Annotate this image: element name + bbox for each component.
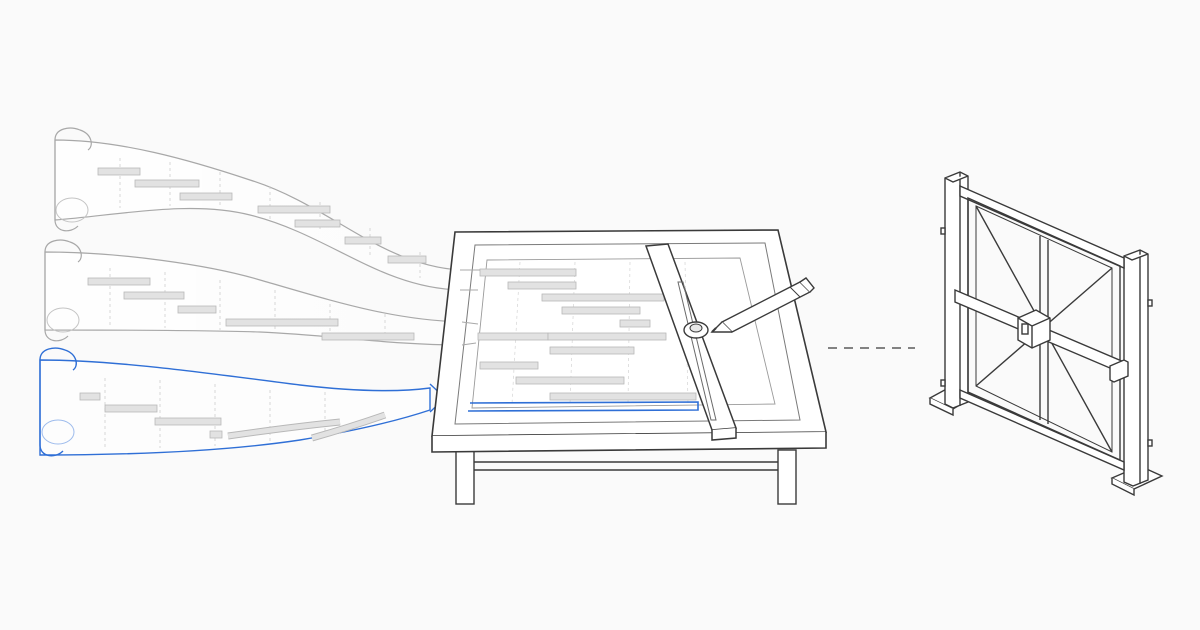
gate-icon — [928, 171, 1164, 497]
scroll-bottom — [39, 347, 447, 457]
drafting-table-icon — [431, 229, 828, 505]
scroll-top — [54, 127, 461, 291]
t-square-icon — [644, 243, 738, 441]
pencil-icon — [710, 277, 815, 333]
